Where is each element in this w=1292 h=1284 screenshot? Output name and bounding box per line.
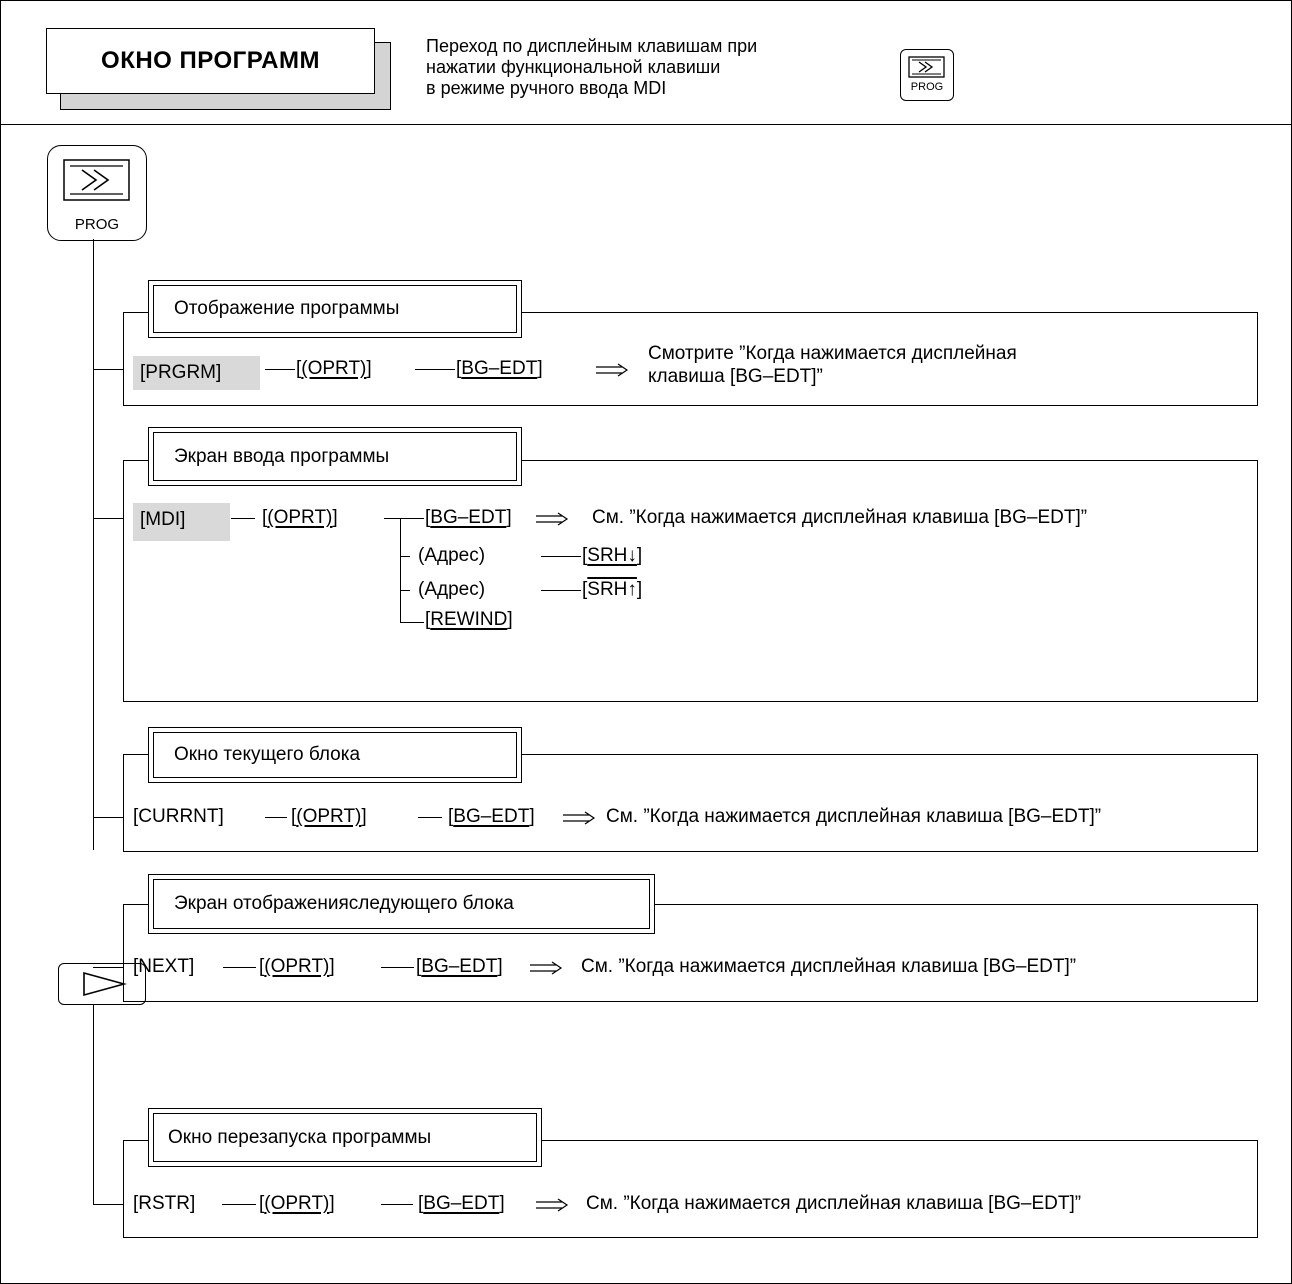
softkey-oprt-label: (OPRT) (296, 806, 362, 827)
tree-trunk-lower (93, 1005, 94, 1204)
section-title: Отображение программы (153, 285, 517, 333)
softkey-oprt[interactable]: [(OPRT)] (259, 956, 335, 977)
connector (418, 817, 442, 818)
softkey-bg-edt[interactable]: [BG–EDT] (456, 358, 543, 379)
softkey-bg-edt-label: BG–EDT (421, 956, 498, 977)
branch-connector (93, 518, 123, 519)
softkey-bg-edt[interactable]: [BG–EDT] (425, 507, 512, 528)
branch-connector (93, 817, 123, 818)
header-prog-key-label: PROG (910, 81, 944, 93)
page-title: ОКНО ПРОГРАММ (46, 28, 375, 94)
section-restart (123, 1140, 1258, 1238)
softkey-bg-edt-label: BG–EDT (461, 358, 538, 379)
connector (381, 967, 414, 968)
reference-text: См. ”Когда нажимается дисплейная клавиша… (606, 806, 1102, 827)
section-title: Экран отображенияследующего блока (153, 879, 650, 929)
header-prog-key: PROG (900, 49, 954, 101)
softkey-bg-edt-label: BG–EDT (430, 507, 507, 528)
section-program-display (123, 312, 1258, 406)
next-menu-key[interactable] (58, 963, 146, 1005)
reference-text: Смотрите ”Когда нажимается дисплейная (648, 343, 1017, 364)
double-arrow-icon (536, 1198, 569, 1212)
softkey-oprt-label: (OPRT) (267, 507, 333, 528)
section-title-box: Окно перезапуска программы (148, 1108, 542, 1167)
connector (400, 622, 424, 623)
section-title-box: Экран отображенияследующего блока (148, 874, 655, 934)
softkey-oprt-label: (OPRT) (264, 1193, 330, 1214)
softkey-bg-edt[interactable]: [BG–EDT] (418, 1193, 505, 1214)
branch-connector (93, 967, 123, 968)
connector (384, 518, 424, 519)
softkey-srh-down-label: SRH↓ (587, 545, 637, 566)
reference-text: См. ”Когда нажимается дисплейная клавиша… (586, 1193, 1082, 1214)
address-label: (Адрес) (418, 545, 486, 566)
connector (265, 817, 287, 818)
prog-key-label: PROG (74, 216, 120, 233)
section-program-input (123, 460, 1258, 702)
connector (415, 369, 455, 370)
softkey-oprt-label: (OPRT) (301, 358, 367, 379)
tree-trunk (93, 239, 94, 850)
softkey-mdi[interactable]: [MDI] (133, 503, 230, 541)
connector (265, 369, 295, 370)
softkey-bg-edt[interactable]: [BG–EDT] (416, 956, 503, 977)
connector (222, 1204, 256, 1205)
section-current-block (123, 754, 1258, 852)
softkey-oprt[interactable]: [(OPRT)] (296, 358, 372, 379)
connector (400, 590, 410, 591)
prog-key[interactable]: PROG (47, 145, 147, 241)
connector (223, 967, 256, 968)
softkey-oprt[interactable]: [(OPRT)] (262, 507, 338, 528)
softkey-rewind-label: REWIND (430, 609, 508, 630)
header-desc-line: нажатии функциональной клавиши (426, 57, 721, 77)
section-title: Экран ввода программы (153, 432, 517, 481)
double-arrow-icon (596, 363, 629, 377)
connector (381, 1204, 413, 1205)
section-title-box: Окно текущего блока (148, 727, 522, 783)
prog-icon (63, 159, 130, 201)
double-arrow-icon (563, 811, 596, 825)
softkey-bg-edt-label: BG–EDT (423, 1193, 500, 1214)
reference-text: См. ”Когда нажимается дисплейная клавиша… (592, 507, 1088, 528)
header-desc-line: в режиме ручного ввода MDI (426, 78, 667, 98)
connector (231, 518, 255, 519)
connector (541, 590, 581, 591)
double-arrow-icon (530, 961, 563, 975)
reference-text: клавиша [BG–EDT]” (648, 366, 823, 387)
section-title: Окно перезапуска программы (153, 1113, 537, 1162)
prog-icon (908, 56, 945, 78)
tree-branch-restart (93, 1204, 123, 1205)
softkey-rstr[interactable]: [RSTR] (133, 1193, 196, 1214)
softkey-oprt[interactable]: [(OPRT)] (259, 1193, 335, 1214)
softkey-srh-up[interactable]: [SRH↑] (582, 579, 643, 600)
address-label: (Адрес) (418, 579, 486, 600)
softkey-bg-edt-label: BG–EDT (453, 806, 530, 827)
double-arrow-icon (536, 512, 569, 526)
branch-connector (93, 369, 123, 370)
reference-text: См. ”Когда нажимается дисплейная клавиша… (581, 956, 1077, 977)
softkey-srh-down[interactable]: [SRH↓] (582, 545, 643, 566)
header-description: Переход по дисплейным клавишам при нажат… (426, 36, 757, 99)
softkey-currnt[interactable]: [CURRNT] (133, 806, 224, 827)
softkey-prgrm[interactable]: [PRGRM] (133, 356, 260, 390)
header-divider (0, 124, 1292, 125)
continue-triangle-icon (83, 971, 128, 997)
connector (400, 556, 410, 557)
section-title: Окно текущего блока (153, 732, 517, 778)
connector (541, 556, 581, 557)
section-next-block (123, 904, 1258, 1002)
softkey-oprt[interactable]: [(OPRT)] (291, 806, 367, 827)
softkey-srh-up-label: SRH↑ (587, 579, 637, 600)
softkey-rewind[interactable]: [REWIND] (425, 609, 513, 630)
softkey-next[interactable]: [NEXT] (133, 956, 195, 977)
section-title-box: Экран ввода программы (148, 427, 522, 486)
header-desc-line: Переход по дисплейным клавишам при (426, 36, 758, 56)
sub-branch (400, 518, 401, 622)
softkey-bg-edt[interactable]: [BG–EDT] (448, 806, 535, 827)
section-title-box: Отображение программы (148, 280, 522, 338)
softkey-oprt-label: (OPRT) (264, 956, 330, 977)
